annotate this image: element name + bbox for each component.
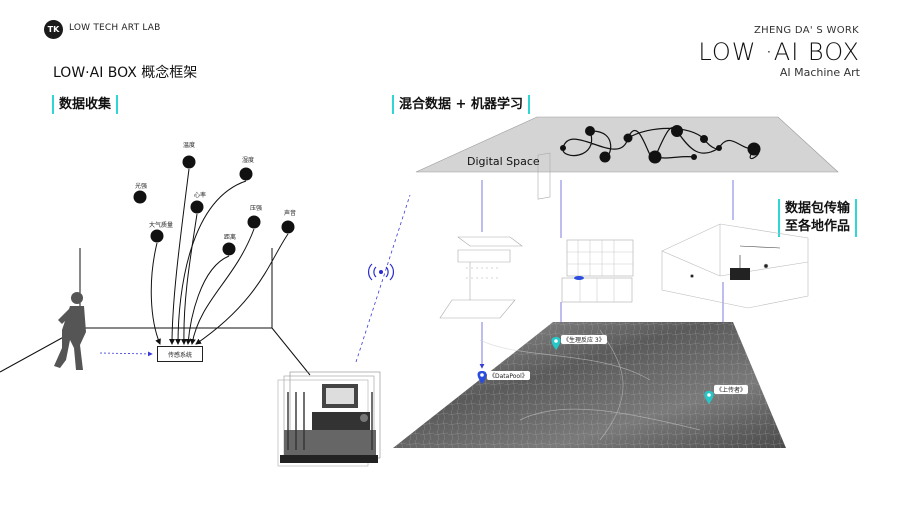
project-title: LOW ·AI BOX: [698, 38, 860, 66]
artwork-datapool-model: [439, 236, 523, 319]
sensor-light-label: 光强: [135, 183, 148, 190]
lab-name: LOW TECH ART LAB: [69, 23, 161, 33]
sensor-humidity-dot: [239, 167, 253, 181]
packet-line-1: 数据包传输: [785, 201, 851, 216]
box-to-cloud-link: [355, 194, 411, 363]
pin-datapool-icon: [477, 371, 487, 384]
section-data-collection: 数据收集: [52, 95, 119, 114]
room-outline: [0, 248, 311, 376]
sensor-distance-dot: [222, 242, 236, 256]
sensor-distance-label: 距离: [224, 234, 237, 241]
aerial-map: [393, 322, 786, 448]
pin-bio-response-label: 《生理反应 3》: [561, 335, 607, 344]
author-line: ZHENG DA' S WORK: [754, 25, 859, 36]
artwork-ascender-model: [661, 223, 809, 309]
lab-logo-icon: TK: [44, 20, 63, 39]
sensor-heart-rate-dot: [190, 200, 204, 214]
person-to-sensor-link: [99, 351, 153, 357]
sensor-light-dot: [133, 190, 147, 204]
digital-space-plane: [415, 116, 839, 173]
page-title: LOW·AI BOX 概念框架: [53, 65, 198, 81]
section-mixed-learning: 混合数据 + 机器学习: [392, 95, 530, 114]
pin-bio-response-icon: [551, 337, 561, 350]
sensor-pressure-label: 压强: [250, 205, 263, 212]
sensor-air-quality-label: 大气质量: [149, 222, 174, 229]
sensor-temperature-label: 温度: [183, 142, 196, 149]
packet-line-2: 至各地作品: [785, 219, 851, 234]
wireless-signal-icon: [368, 263, 394, 281]
walking-person-icon: [54, 292, 86, 370]
sensor-humidity-label: 湿度: [242, 157, 255, 164]
sensor-system-box: 传感系统: [157, 346, 203, 362]
sensor-air-quality-dot: [150, 229, 164, 243]
low-ai-box-device: [277, 371, 381, 467]
artwork-bio-response-model: [537, 152, 634, 303]
project-subtitle: AI Machine Art: [779, 66, 860, 79]
sensor-sound-label: 声音: [284, 210, 297, 217]
pin-ascender-icon: [704, 391, 714, 404]
sensor-links: [150, 168, 289, 345]
pin-ascender-label: 《上传者》: [714, 385, 749, 394]
sensor-pressure-dot: [247, 215, 261, 229]
sensor-heart-rate-label: 心率: [194, 192, 207, 199]
digital-space-label: Digital Space: [467, 155, 540, 168]
pin-datapool-label: 《DataPool》: [487, 371, 530, 380]
network-graph: [560, 125, 761, 164]
sensor-sound-dot: [281, 220, 295, 234]
sensor-temperature-dot: [182, 155, 196, 169]
section-packet-transfer: 数据包传输 至各地作品: [778, 199, 858, 237]
sensor-dots: [133, 155, 295, 256]
